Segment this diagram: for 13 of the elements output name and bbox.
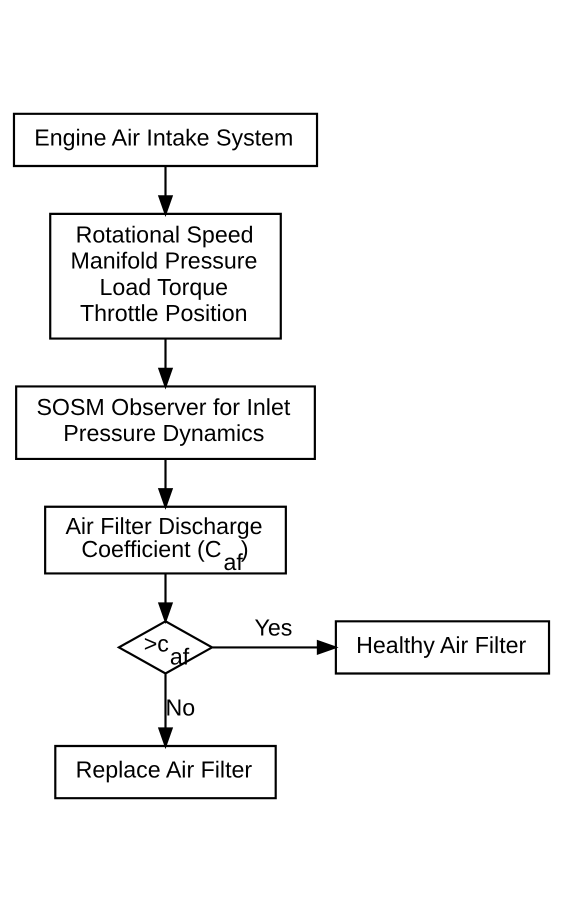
node-box: Engine Air Intake System bbox=[12, 112, 318, 168]
arrow bbox=[158, 166, 174, 218]
node-box: Replace Air Filter bbox=[54, 744, 277, 800]
node-box: Rotational Speed Manifold Pressure Load Torque Throttle Position bbox=[49, 212, 282, 340]
arrow bbox=[158, 459, 174, 510]
edge-label: Yes bbox=[254, 614, 292, 641]
arrow bbox=[158, 674, 174, 750]
node-box: Healthy Air Filter bbox=[334, 620, 550, 675]
arrow bbox=[212, 640, 339, 656]
edge-label: No bbox=[166, 694, 196, 720]
arrow bbox=[158, 574, 174, 624]
node-box: SOSM Observer for Inlet Pressure Dynamics bbox=[15, 385, 316, 460]
arrow bbox=[158, 338, 174, 390]
